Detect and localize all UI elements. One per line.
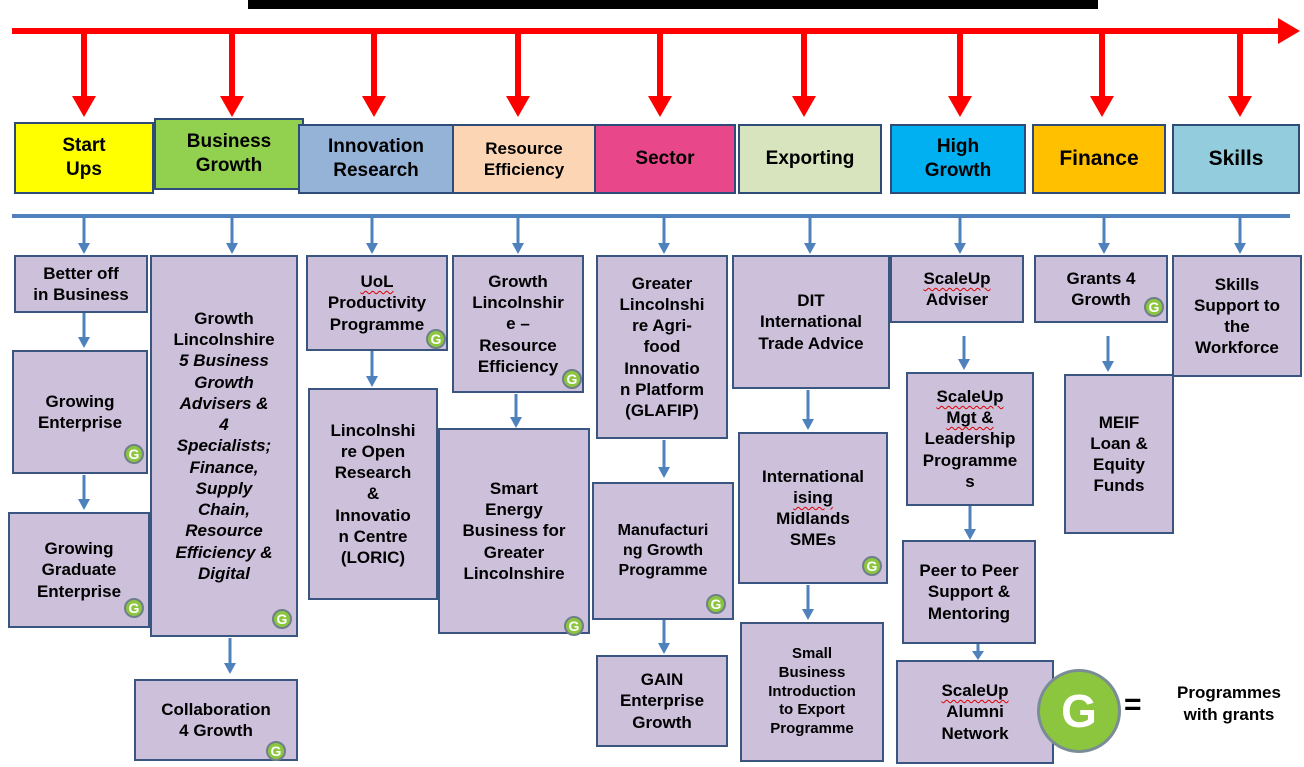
- grant-icon: G: [564, 616, 584, 636]
- timeline-arrowhead: [1278, 18, 1300, 44]
- legend-text: Programmes with grants: [1177, 683, 1281, 725]
- grant-icon: G: [706, 594, 726, 614]
- red-down-arrows: [81, 31, 1243, 98]
- grant-icon: G: [124, 598, 144, 618]
- legend-equals: =: [1124, 688, 1142, 721]
- category-finance: Finance: [1032, 124, 1166, 194]
- grant-icon: G: [426, 329, 446, 349]
- grant-icon: G: [272, 609, 292, 629]
- blue-arrows: [82, 218, 1242, 664]
- grant-icon: G: [862, 556, 882, 576]
- category-skills: Skills: [1172, 124, 1300, 194]
- category-exporting: Exporting: [738, 124, 882, 194]
- grant-icon: G: [1144, 297, 1164, 317]
- title-bar: [248, 0, 1098, 9]
- grant-icon: G: [124, 444, 144, 464]
- grant-icon: G: [266, 741, 286, 761]
- legend-grant-icon: G: [1037, 669, 1121, 753]
- grant-icon: G: [562, 369, 582, 389]
- category-sector: Sector: [594, 124, 736, 194]
